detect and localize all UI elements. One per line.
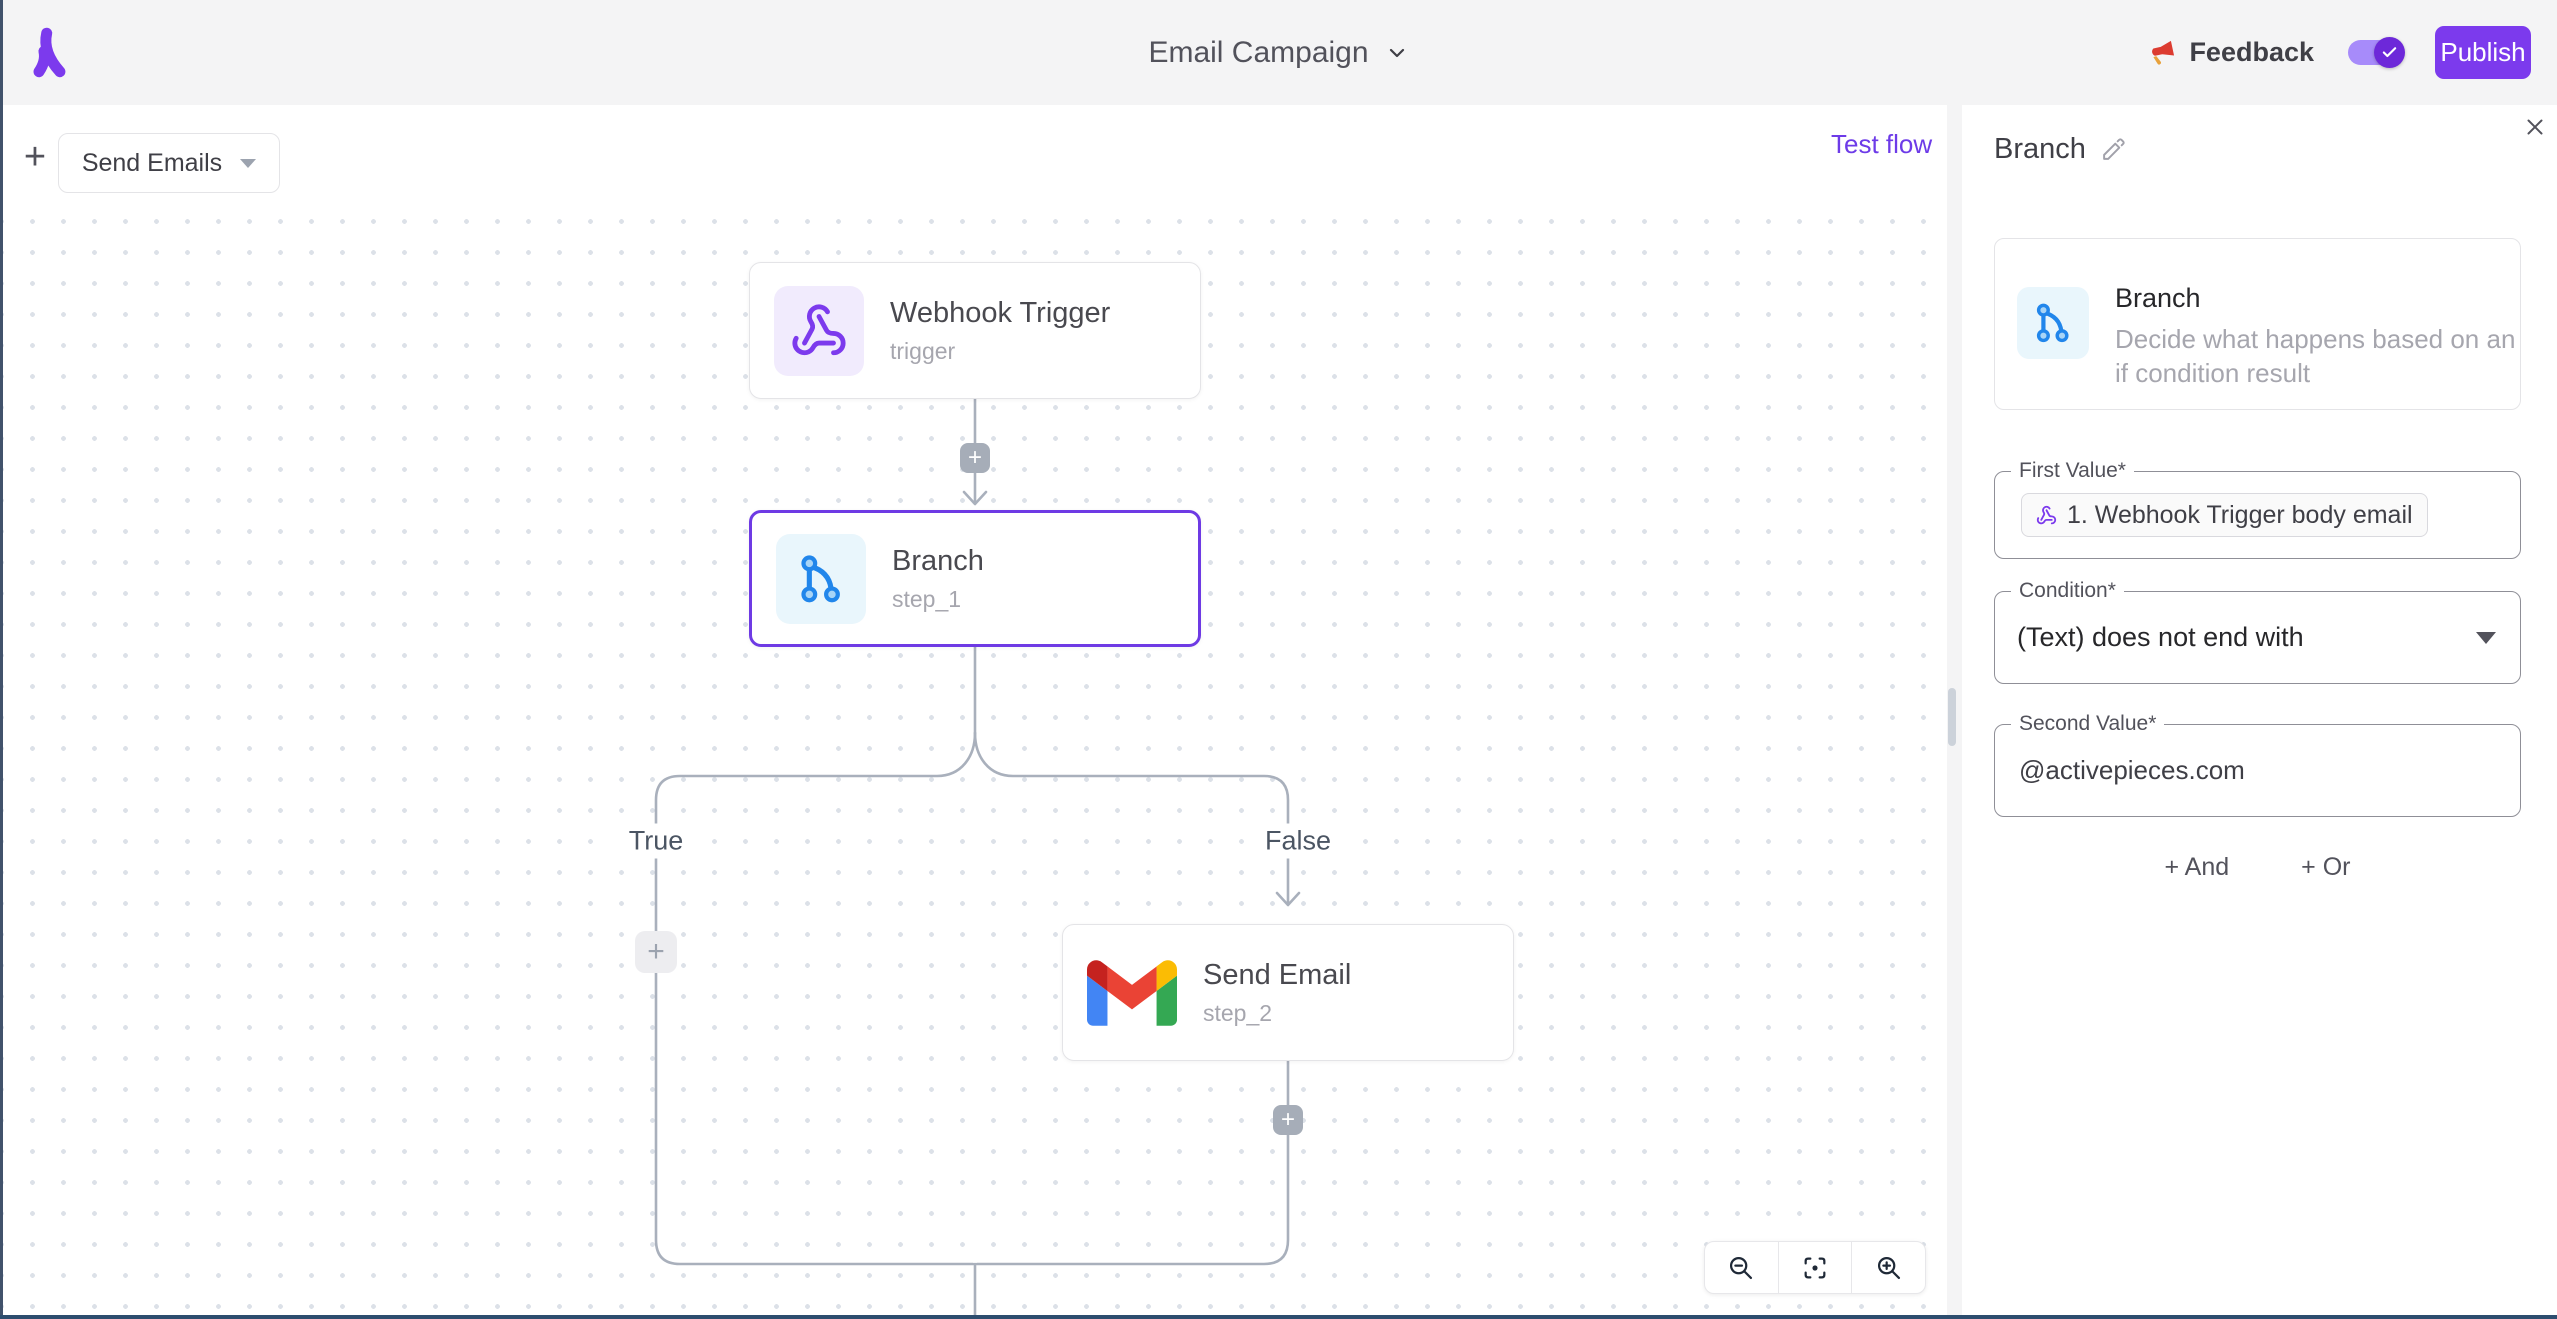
token-label: 1. Webhook Trigger body email (2067, 500, 2413, 529)
window-border-left (0, 0, 3, 1319)
add-flow-tab-button[interactable]: + (23, 135, 47, 178)
publish-button[interactable]: Publish (2435, 26, 2531, 79)
panel-title: Branch (1994, 133, 2086, 165)
topbar-actions: Feedback Publish (2147, 0, 2531, 105)
arrowhead-icon (962, 490, 988, 506)
toggle-thumb (2374, 37, 2405, 68)
edge-after-send-email (975, 1059, 1290, 1266)
node-webhook-trigger[interactable]: Webhook Trigger trigger (749, 262, 1201, 399)
edge-false-branch (973, 731, 1290, 906)
add-or-button[interactable]: + Or (2301, 853, 2351, 881)
step-settings-panel: Branch Branch Decide wh (1962, 105, 2557, 1315)
condition-value: (Text) does not end with (2017, 622, 2304, 652)
piece-name: Branch (2115, 283, 2201, 313)
panel-header: Branch (1994, 133, 2525, 166)
zoom-out-icon (1730, 1256, 1753, 1279)
edit-pencil-icon[interactable] (2100, 137, 2126, 163)
condition-logic-buttons: + And + Or (1994, 847, 2521, 888)
second-value-label: Second Value* (2011, 712, 2165, 736)
select-dropdown-icon (2476, 631, 2496, 644)
arrowhead-icon (1275, 891, 1301, 907)
node-subtitle: step_2 (1203, 999, 1273, 1026)
zoom-in-icon (1877, 1256, 1900, 1279)
feedback-label: Feedback (2189, 37, 2314, 67)
edge-label-true: True (618, 823, 694, 859)
fit-view-icon (1804, 1257, 1826, 1278)
close-icon (2527, 119, 2543, 135)
node-send-email[interactable]: Send Email step_2 (1062, 924, 1514, 1061)
edge-label-false: False (1254, 823, 1342, 859)
panel-close-button[interactable] (2515, 107, 2555, 147)
second-value-text: @activepieces.com (2019, 755, 2245, 785)
add-and-button[interactable]: + And (2164, 853, 2230, 881)
window-border-bottom (0, 1315, 2557, 1319)
megaphone-icon (2152, 40, 2175, 65)
test-flow-link[interactable]: Test flow (1831, 129, 1933, 159)
tab-dropdown-icon[interactable] (240, 158, 257, 168)
chevron-down-icon (1389, 48, 1404, 57)
branch-icon (776, 533, 866, 624)
webhook-icon (774, 285, 864, 376)
feedback-button[interactable]: Feedback (2147, 37, 2314, 68)
panel-resize-handle[interactable] (1948, 688, 1956, 746)
fit-view-button[interactable] (1777, 1242, 1852, 1293)
flow-title: Email Campaign (1148, 35, 1369, 69)
add-step-after-email-button[interactable]: + (1273, 1105, 1303, 1135)
first-value-field[interactable]: First Value* 1. Webhook Trigger body ema… (1994, 459, 2521, 559)
add-step-true-branch-button[interactable]: + (635, 931, 677, 973)
flow-connectors (654, 397, 1301, 1315)
piece-info-card: Branch Decide what happens based on an i… (1994, 238, 2521, 410)
flow-tab-bar (3, 105, 1947, 200)
top-bar: Email Campaign Feedback Publish (0, 0, 2557, 105)
node-subtitle: step_1 (892, 585, 962, 612)
edge-true-branch (654, 731, 977, 1266)
node-title: Webhook Trigger (890, 296, 1111, 329)
zoom-in-button[interactable] (1851, 1242, 1925, 1293)
gmail-icon (1087, 948, 1177, 1038)
branch-icon (2017, 287, 2089, 359)
node-branch[interactable]: Branch step_1 (749, 510, 1201, 647)
flow-tab-label: Send Emails (81, 148, 223, 177)
flow-canvas[interactable]: + Send Emails Test flow Webhook Trigger … (3, 105, 1947, 1315)
check-icon (2382, 47, 2397, 58)
first-value-token[interactable]: 1. Webhook Trigger body email (2021, 493, 2428, 537)
flow-title-menu[interactable]: Email Campaign (0, 0, 2557, 105)
activepieces-logo-icon[interactable] (28, 26, 72, 80)
condition-label: Condition* (2011, 579, 2124, 603)
webhook-icon (2036, 505, 2057, 524)
node-title: Send Email (1203, 958, 1352, 991)
zoom-out-button[interactable] (1705, 1242, 1778, 1293)
node-subtitle: trigger (890, 337, 956, 364)
first-value-label: First Value* (2011, 459, 2134, 483)
flow-enabled-toggle[interactable] (2348, 37, 2405, 68)
condition-select[interactable]: Condition* (Text) does not end with (1994, 579, 2521, 684)
node-title: Branch (892, 544, 984, 577)
add-step-button[interactable]: + (960, 443, 990, 473)
second-value-field[interactable]: Second Value* @activepieces.com (1994, 712, 2521, 817)
piece-description: Decide what happens based on an if condi… (2115, 324, 2516, 388)
canvas-zoom-toolbar (1704, 1241, 1926, 1294)
flow-tab-send-emails[interactable]: Send Emails (58, 133, 280, 193)
